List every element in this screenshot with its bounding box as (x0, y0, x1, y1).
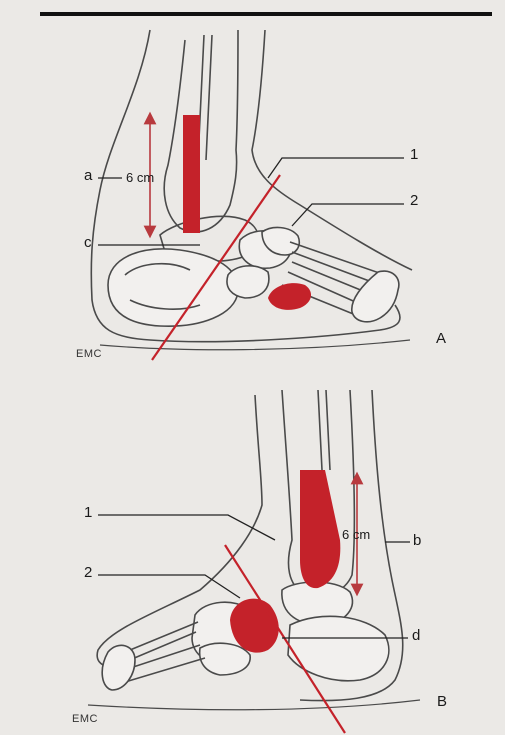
panel-b-drawing (88, 390, 420, 710)
panel-a-achilles-region (183, 115, 200, 233)
panel-a-leader-1 (268, 158, 404, 178)
panel-a-lesion (268, 283, 311, 310)
panel-a-label-c: c (84, 235, 92, 250)
panel-b-label-1: 1 (84, 505, 92, 520)
panel-a-label-2: 2 (410, 193, 418, 208)
panel-a-drawing (91, 30, 412, 350)
panel-b-toes (102, 645, 135, 690)
panel-a-label-a: a (84, 168, 92, 183)
panel-a-credit: EMC (76, 349, 102, 360)
panel-a-measure-label: 6 cm (126, 171, 154, 184)
panel-b-measure-label: 6 cm (342, 528, 370, 541)
panel-b-panel-label: B (437, 694, 447, 709)
panel-b-label-b: b (413, 533, 421, 548)
panel-a-cuboid (227, 266, 269, 298)
panel-b-credit: EMC (72, 714, 98, 725)
panel-a-fibula (198, 35, 212, 160)
panel-b-leader-2 (98, 575, 240, 598)
panel-b-calcaneus (288, 616, 389, 680)
panel-b-label-2: 2 (84, 565, 92, 580)
panel-b-floor (88, 700, 420, 710)
panel-a-toes (352, 271, 399, 322)
panel-a-panel-label: A (436, 331, 446, 346)
panel-a-floor (100, 340, 410, 350)
panel-b-label-d: d (412, 628, 420, 643)
panel-b-cuneiforms (200, 643, 251, 675)
panel-b-fibula (318, 390, 330, 470)
panel-a-tibia (164, 30, 238, 232)
panel-a-label-1: 1 (410, 147, 418, 162)
panel-b-achilles-region (300, 470, 340, 588)
panel-a-leader-2 (292, 204, 404, 226)
panel-a-calcaneus (108, 249, 238, 326)
